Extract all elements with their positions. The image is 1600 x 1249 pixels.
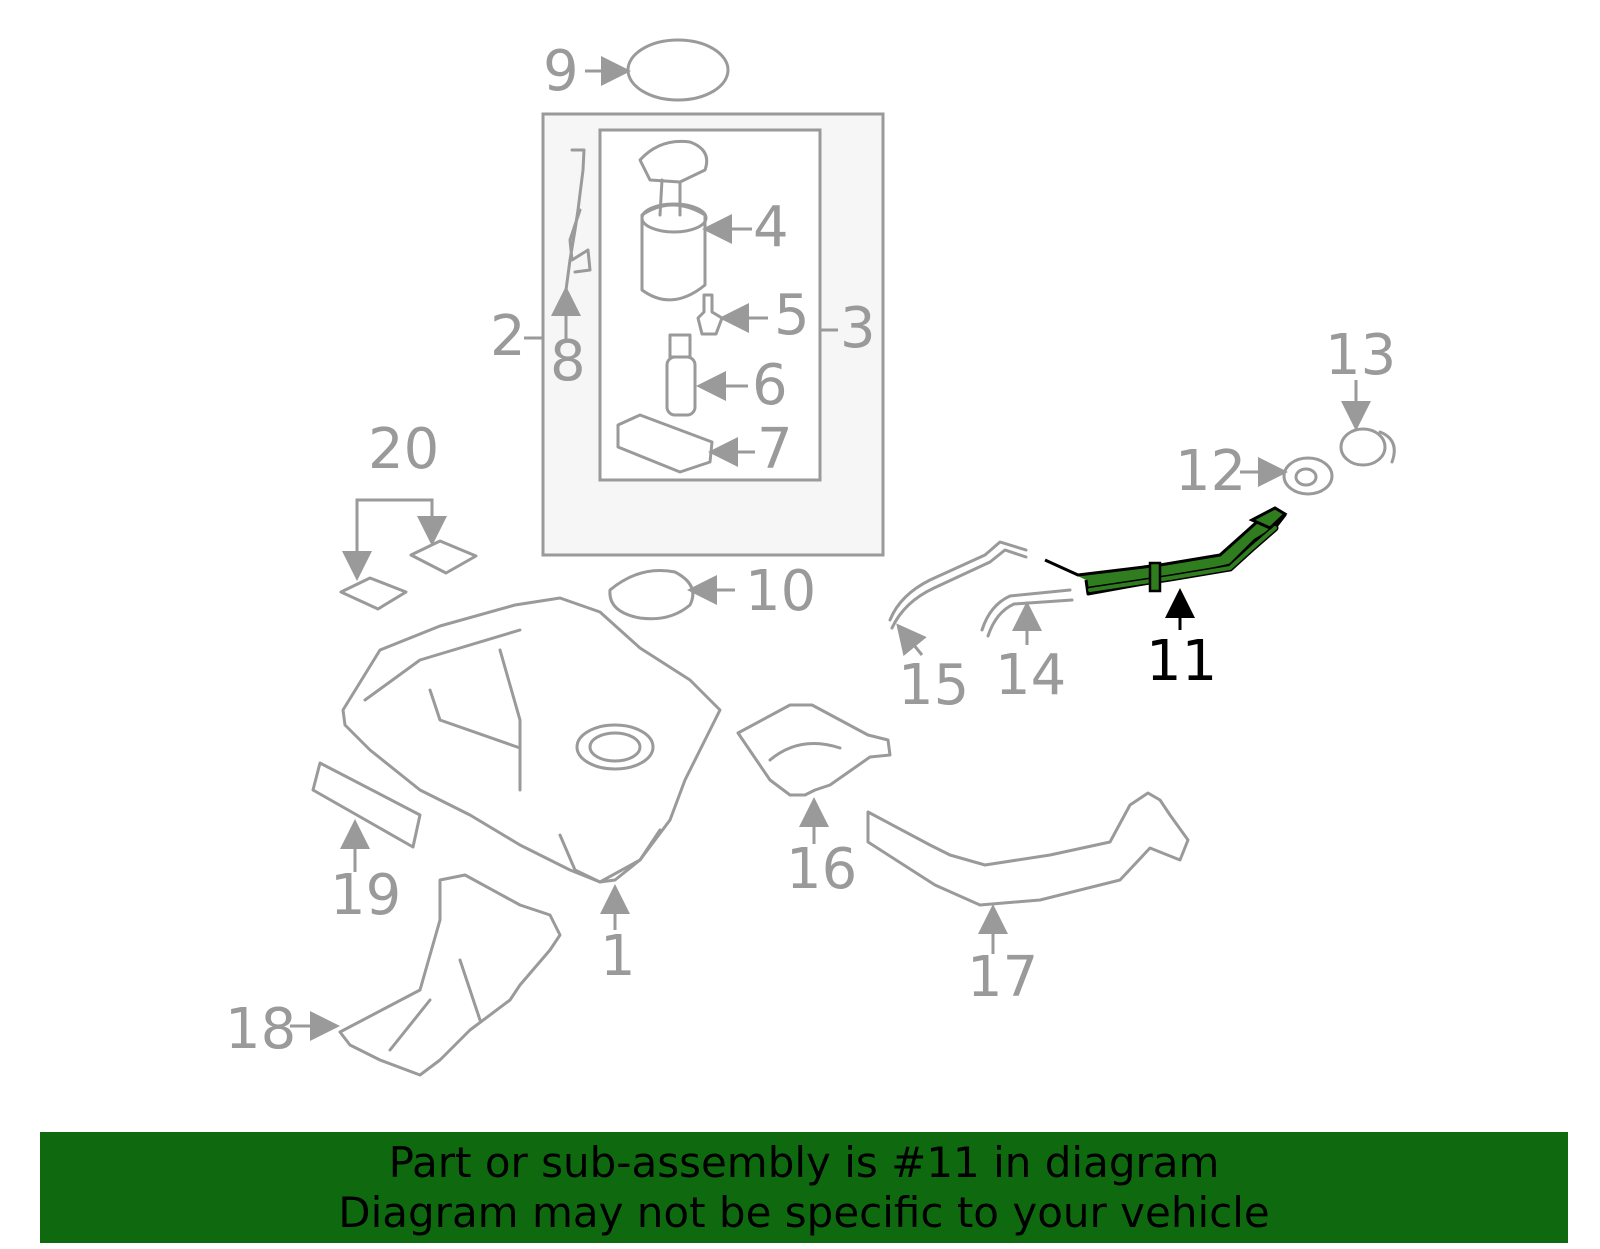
callout-5: 5 <box>774 283 810 348</box>
part-20-pad-b <box>409 539 478 575</box>
part-15-vent-tube <box>888 540 1028 630</box>
part-19-pad <box>311 761 422 849</box>
callout-8: 8 <box>550 329 586 394</box>
callout-1: 1 <box>600 924 636 989</box>
part-5-sensor <box>696 293 724 336</box>
banner-line-2: Diagram may not be specific to your vehi… <box>338 1187 1270 1237</box>
part-8-sender <box>564 148 592 292</box>
callout-12: 12 <box>1175 439 1246 504</box>
part-20-pad-a <box>339 576 408 611</box>
part-12-seal <box>1282 456 1334 496</box>
part-1-fuel-tank <box>341 596 722 884</box>
callout-11: 11 <box>1146 629 1217 694</box>
callout-18: 18 <box>225 997 296 1062</box>
callout-15: 15 <box>898 653 969 718</box>
part-6-fuel-pump <box>665 333 697 417</box>
part-17-heat-shield <box>866 791 1190 907</box>
callout-6: 6 <box>752 353 788 418</box>
part-13-fuel-cap <box>1339 427 1396 467</box>
info-banner: Part or sub-assembly is #11 in diagram D… <box>40 1132 1568 1243</box>
callout-4: 4 <box>753 195 789 260</box>
callout-2: 2 <box>490 304 526 369</box>
callout-7: 7 <box>757 417 793 482</box>
callout-19: 19 <box>330 863 401 928</box>
callout-20: 20 <box>368 417 439 482</box>
callout-17: 17 <box>967 945 1038 1010</box>
callout-3: 3 <box>840 296 876 361</box>
callout-10: 10 <box>745 559 816 624</box>
banner-line-1: Part or sub-assembly is #11 in diagram <box>388 1137 1220 1187</box>
part-10-ring <box>608 568 695 621</box>
part-16-bracket <box>736 703 892 797</box>
callout-14: 14 <box>995 643 1066 708</box>
callout-16: 16 <box>786 837 857 902</box>
callout-13: 13 <box>1325 323 1396 388</box>
part-11-filler-neck <box>1044 506 1288 596</box>
callout-9: 9 <box>543 39 579 104</box>
assembly-box-3 <box>598 128 822 482</box>
part-4-pump-module <box>638 139 709 302</box>
part-18-shield <box>338 873 562 1077</box>
part-9-gasket <box>626 38 730 102</box>
